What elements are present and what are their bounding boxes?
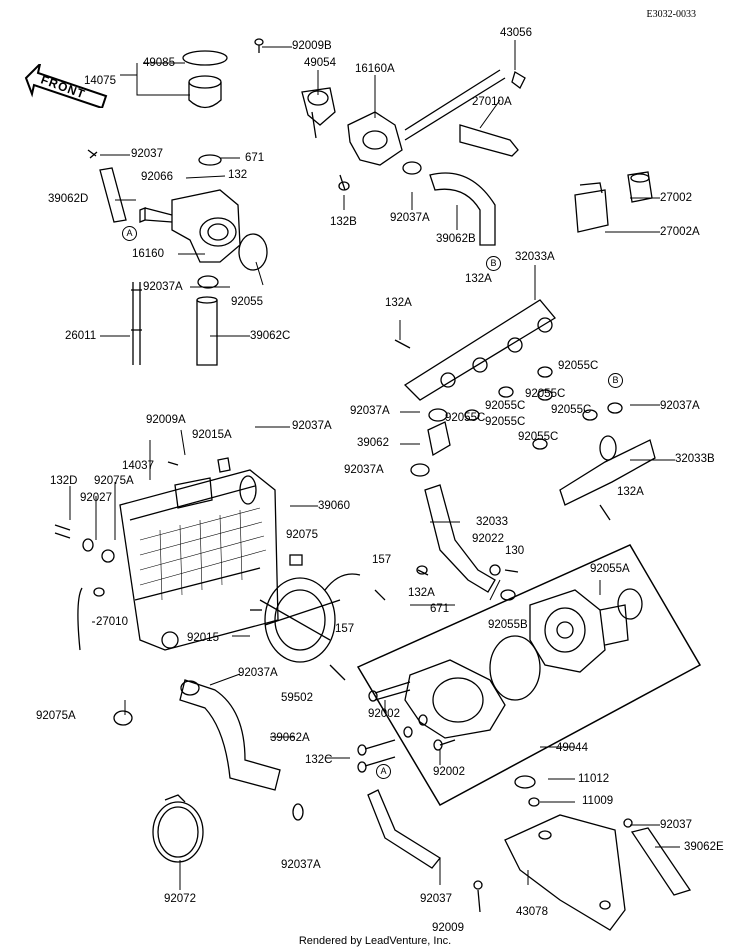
label-92037A-hose: 92037A <box>344 464 384 476</box>
label-92009A: 92009A <box>146 414 186 426</box>
label-132A-right: 132A <box>617 486 644 498</box>
label-43078: 43078 <box>516 906 548 918</box>
label-16160A: 16160A <box>355 63 395 75</box>
label-132A-bottom: 132A <box>408 587 435 599</box>
label-92072: 92072 <box>164 893 196 905</box>
label-39062D: 39062D <box>48 193 89 205</box>
label-27002: 27002 <box>660 192 692 204</box>
callout-b-right: B <box>608 373 623 388</box>
label-157-bottom: 157 <box>335 623 355 635</box>
label-59502: 59502 <box>281 692 313 704</box>
label-27010: 27010 <box>96 616 128 628</box>
label-132B: 132B <box>330 216 357 228</box>
label-39062B: 39062B <box>436 233 476 245</box>
label-92037A-mid: 92037A <box>390 212 430 224</box>
label-92009: 92009 <box>432 922 464 934</box>
label-671-top: 671 <box>245 152 265 164</box>
label-92037A-fan: 92037A <box>238 667 278 679</box>
label-39062C: 39062C <box>250 330 291 342</box>
label-671-bottom: 671 <box>430 603 450 615</box>
callout-a-top: A <box>122 226 137 241</box>
label-92037-top: 92037 <box>131 148 163 160</box>
label-92055C-7: 92055C <box>518 431 559 443</box>
label-27010A: 27010A <box>472 96 512 108</box>
label-92075A-top: 92075A <box>94 475 134 487</box>
label-92037-right: 92037 <box>660 819 692 831</box>
label-27002A: 27002A <box>660 226 700 238</box>
label-16160: 16160 <box>132 248 164 260</box>
label-92002-top: 92002 <box>368 708 400 720</box>
label-39060: 39060 <box>318 500 350 512</box>
label-92055B: 92055B <box>488 619 528 631</box>
label-92066: 92066 <box>141 171 173 183</box>
label-92037A-rad: 92037A <box>292 420 332 432</box>
label-92015: 92015 <box>187 632 219 644</box>
label-14075: 14075 <box>84 75 116 87</box>
label-92055: 92055 <box>231 296 263 308</box>
label-26011: 26011 <box>65 330 97 342</box>
label-92055C-3: 92055C <box>485 400 526 412</box>
label-132A-mid: 132A <box>385 297 412 309</box>
label-49085: 49085 <box>143 57 175 69</box>
front-arrow: FRONT <box>22 60 108 110</box>
label-32033B: 32033B <box>675 453 715 465</box>
label-11012: 11012 <box>578 773 610 785</box>
label-92002-bottom: 92002 <box>433 766 465 778</box>
callout-a-bottom: A <box>376 764 391 779</box>
label-43056: 43056 <box>500 27 532 39</box>
label-32033: 32033 <box>476 516 508 528</box>
label-132A-top: 132A <box>465 273 492 285</box>
label-92037A-center: 92037A <box>350 405 390 417</box>
label-92037A-right: 92037A <box>660 400 700 412</box>
label-92022: 92022 <box>472 533 504 545</box>
label-132D: 132D <box>50 475 78 487</box>
label-157-top: 157 <box>372 554 392 566</box>
label-92075A-bottom: 92075A <box>36 710 76 722</box>
label-92055C-6: 92055C <box>445 412 486 424</box>
label-92015A: 92015A <box>192 429 232 441</box>
label-49044: 49044 <box>556 742 588 754</box>
label-39062A: 39062A <box>270 732 310 744</box>
label-92055C-2: 92055C <box>525 388 566 400</box>
label-92037A-topleft: 92037A <box>143 281 183 293</box>
label-92037A-bottom: 92037A <box>281 859 321 871</box>
label-39062E: 39062E <box>684 841 724 853</box>
label-14037: 14037 <box>122 460 154 472</box>
label-11009: 11009 <box>582 795 614 807</box>
label-32033A: 32033A <box>515 251 555 263</box>
diagram-code: E3032-0033 <box>646 9 696 20</box>
callout-b-top: B <box>486 256 501 271</box>
label-92037-bottom: 92037 <box>420 893 452 905</box>
label-130: 130 <box>505 545 525 557</box>
label-92075: 92075 <box>286 529 318 541</box>
label-132C: 132C <box>305 754 333 766</box>
label-92027: 92027 <box>80 492 112 504</box>
label-132: 132 <box>228 169 248 181</box>
label-92055C-4: 92055C <box>551 404 592 416</box>
label-39062: 39062 <box>357 437 389 449</box>
credit-line: Rendered by LeadVenture, Inc. <box>298 935 452 947</box>
label-92009B: 92009B <box>292 40 332 52</box>
label-92055C-5: 92055C <box>485 416 526 428</box>
label-92055A: 92055A <box>590 563 630 575</box>
label-49054: 49054 <box>304 57 336 69</box>
label-92055C-1: 92055C <box>558 360 599 372</box>
